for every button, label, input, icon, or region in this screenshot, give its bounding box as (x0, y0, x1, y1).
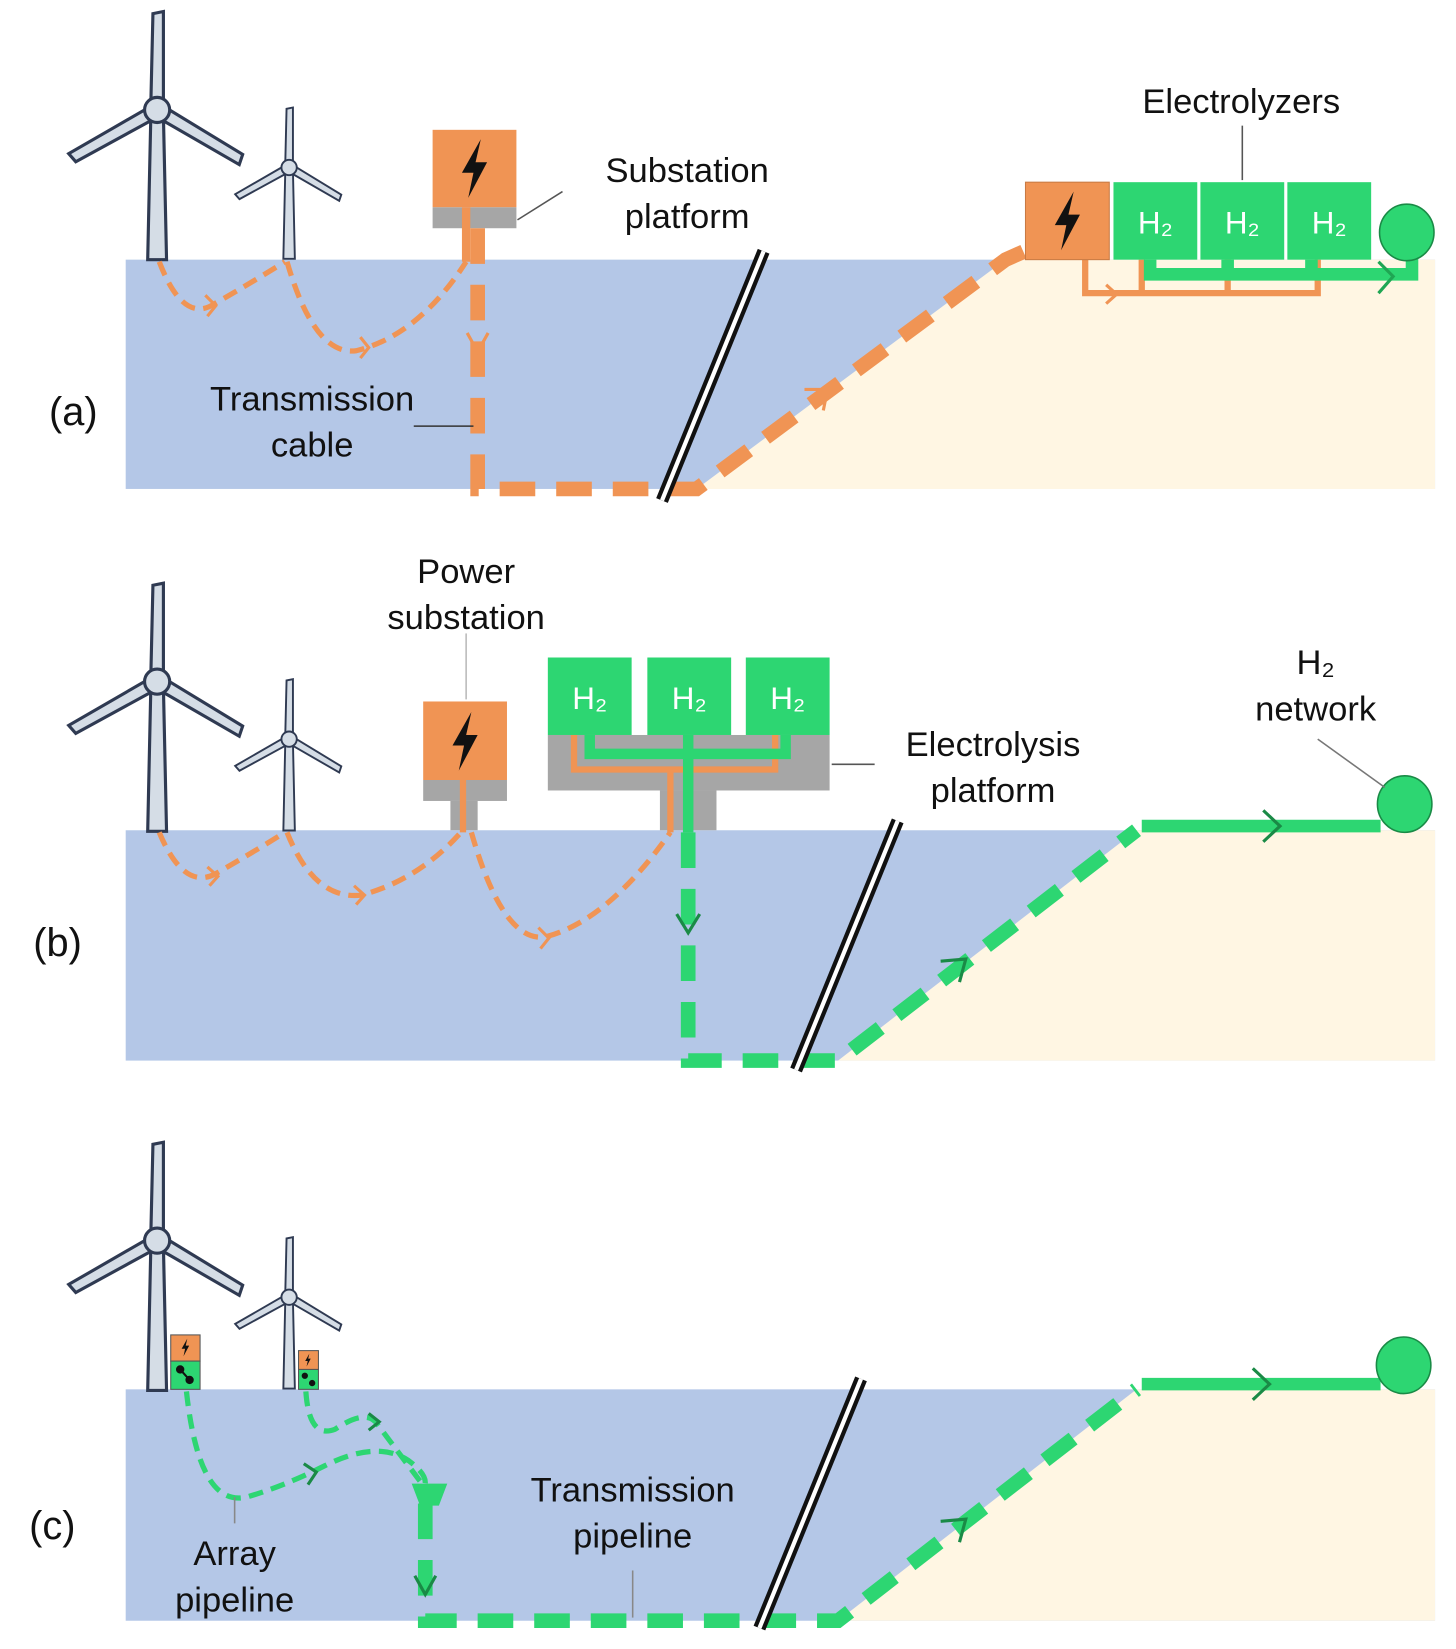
transmission-pipeline (680, 824, 1141, 1068)
electrolysis-platform-label: platform (931, 772, 1056, 810)
electrolyzer (745, 657, 830, 735)
network-node-icon (1376, 775, 1433, 834)
electrolyzer (1113, 182, 1198, 260)
electrolysis-platform-label: Electrolysis (906, 726, 1081, 764)
turbine-electrolyzer-unit (298, 1368, 319, 1390)
network-node-icon (1378, 203, 1435, 262)
array-pipeline-label: Array (193, 1535, 276, 1573)
wind-turbine-icon (235, 679, 343, 830)
arrow-icon (206, 865, 551, 950)
network-node-icon (1375, 1336, 1432, 1395)
substation-label: Substation (605, 152, 768, 190)
panel-a: Substation platform Transmission cable (… (49, 12, 1436, 501)
power-substation-label: substation (387, 599, 545, 637)
electrolyzers-label: Electrolyzers (1142, 83, 1340, 121)
array-pipeline-label: pipeline (175, 1581, 294, 1619)
h2-label: H₂ (1138, 205, 1173, 240)
cable-label: cable (271, 426, 354, 464)
leader-line (517, 190, 563, 221)
electrolyzer (1287, 182, 1372, 260)
arrow-icon (675, 809, 1283, 983)
wind-turbine-icon (69, 1142, 246, 1390)
land (837, 830, 1436, 1061)
substation-platform (432, 207, 517, 229)
transmission-pipeline-label: Transmission (531, 1471, 735, 1509)
substation-label: platform (625, 198, 750, 236)
arrow-icon (302, 1412, 382, 1486)
electrolyzer (547, 657, 632, 735)
wind-turbine-icon (235, 107, 343, 258)
panel-tag: (c) (29, 1504, 75, 1548)
hydrogen-collector (1143, 256, 1419, 281)
wind-turbine-icon (69, 583, 246, 831)
leader-line (1317, 738, 1386, 788)
land (696, 259, 1436, 489)
transmission-cable (470, 228, 1028, 497)
arrow-icon (413, 1367, 1272, 1598)
h2-label: H₂ (1312, 205, 1347, 240)
land (837, 1389, 1436, 1621)
h2-label: H₂ (770, 681, 805, 716)
power-substation-label: Power (417, 553, 515, 591)
wind-turbine-icon (69, 12, 246, 260)
panel-tag: (a) (49, 390, 98, 434)
h2-network-label: network (1255, 690, 1377, 728)
panel-b: H₂ H₂ H₂ Power substation Electrolysis p… (33, 553, 1436, 1070)
panel-c: Array pipeline Transmission pipeline (c) (29, 1142, 1436, 1629)
electrolyzer (647, 657, 732, 735)
h2-label: H₂ (572, 681, 607, 716)
arrow-icon (465, 332, 830, 411)
arrow-icon (1105, 283, 1119, 305)
wind-turbine-icon (235, 1237, 343, 1388)
turbine-electrolyzer-unit (170, 1360, 201, 1390)
electrolyzer (1200, 182, 1285, 260)
cable-label: Transmission (210, 380, 414, 418)
h2-network-label: H₂ (1296, 644, 1334, 682)
hydrogen-molecule-icon (301, 1372, 316, 1387)
panel-tag: (b) (33, 921, 82, 965)
hydrogen-molecule-icon (175, 1365, 194, 1385)
pipeline-junction (411, 1483, 448, 1506)
h2-label: H₂ (672, 681, 707, 716)
transmission-pipeline-label: pipeline (573, 1517, 692, 1555)
arrow-icon (1377, 260, 1396, 295)
array-pipeline (183, 1391, 428, 1501)
h2-label: H₂ (1225, 205, 1260, 240)
arrow-icon (204, 294, 371, 360)
transmission-pipeline (417, 1383, 1142, 1629)
